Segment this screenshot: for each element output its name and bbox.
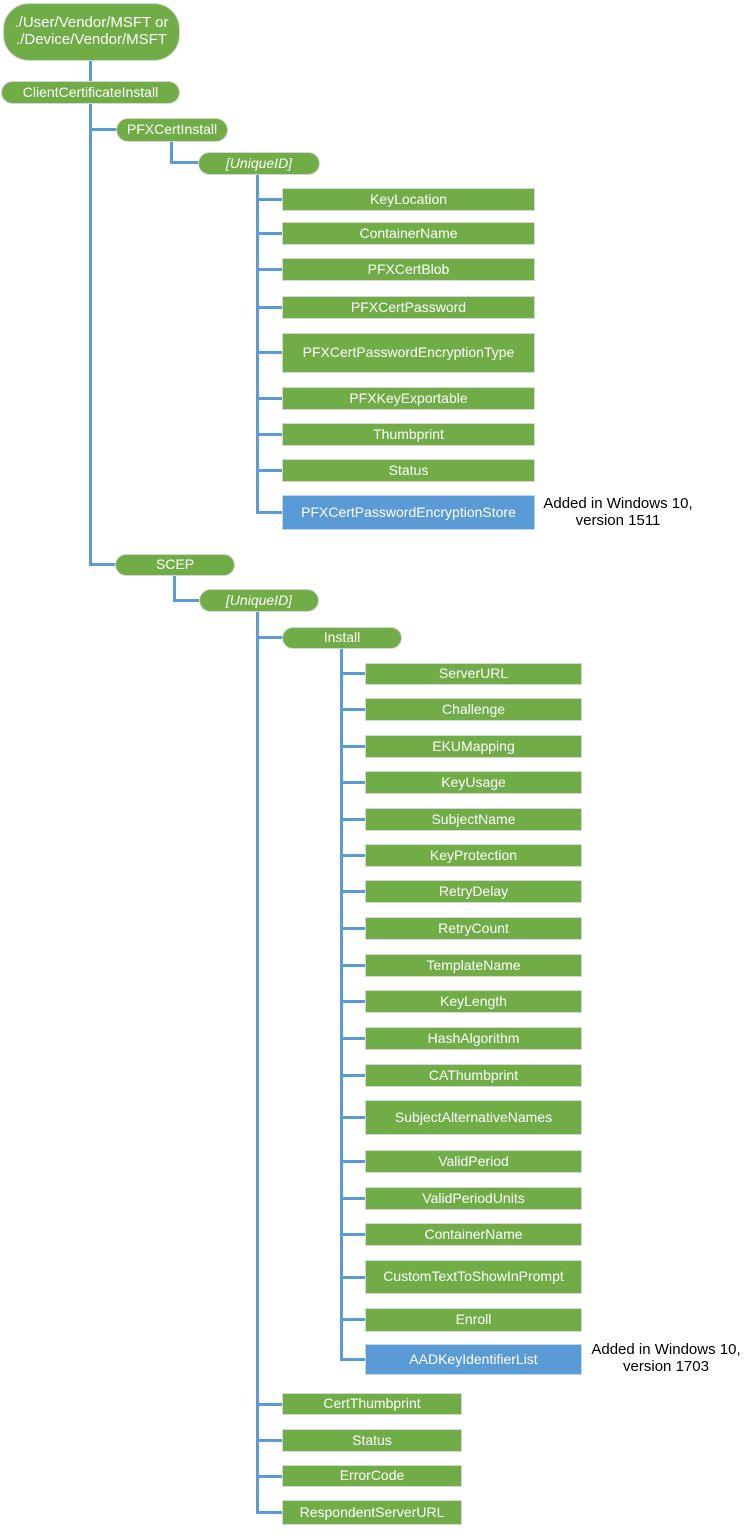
connector-line	[256, 636, 283, 639]
node-root: ./User/Vendor/MSFT or ./Device/Vendor/MS…	[3, 3, 180, 61]
node-retrycount: RetryCount	[365, 917, 582, 940]
node-thumbprint: Thumbprint	[282, 423, 535, 446]
connector-line	[340, 648, 343, 1360]
note-line1: Added in Windows 10,	[591, 1341, 741, 1358]
node-respondentserverurl: RespondentServerURL	[282, 1500, 462, 1525]
node-certthumbprint: CertThumbprint	[282, 1393, 462, 1415]
node-keylength: KeyLength	[365, 990, 582, 1013]
connector-line	[340, 927, 366, 930]
node-install: Install	[282, 627, 402, 649]
connector-line	[340, 708, 366, 711]
connector-line	[256, 433, 283, 436]
connector-line	[340, 1233, 366, 1236]
node-status-scep: Status	[282, 1429, 462, 1452]
node-retrydelay: RetryDelay	[365, 880, 582, 903]
connector-line	[340, 890, 366, 893]
connector-line	[340, 1358, 366, 1361]
node-hashalgorithm: HashAlgorithm	[365, 1027, 582, 1050]
connector-line	[340, 1037, 366, 1040]
connector-line	[340, 818, 366, 821]
node-pfxcertinstall: PFXCertInstall	[116, 118, 228, 142]
connector-line	[170, 141, 173, 164]
node-subjectalternativenames: SubjectAlternativeNames	[365, 1100, 582, 1135]
connector-line	[256, 1511, 283, 1514]
node-containername-scep: ContainerName	[365, 1223, 582, 1246]
connector-line	[340, 672, 366, 675]
node-serverurl: ServerURL	[365, 663, 582, 685]
connector-line	[256, 397, 283, 400]
connector-line	[173, 576, 176, 602]
node-pfxkeyexportable: PFXKeyExportable	[282, 387, 535, 410]
connector-line	[256, 232, 283, 235]
connector-line	[340, 1116, 366, 1119]
node-root-line1: ./User/Vendor/MSFT or	[14, 14, 169, 32]
node-clientcertificateinstall: ClientCertificateInstall	[1, 81, 180, 104]
connector-line	[89, 563, 116, 566]
connector-line	[256, 351, 283, 354]
connector-line	[173, 599, 200, 602]
node-templatename: TemplateName	[365, 954, 582, 977]
node-keylocation: KeyLocation	[282, 188, 535, 211]
connector-line	[256, 511, 283, 514]
connector-line	[89, 104, 92, 565]
node-challenge: Challenge	[365, 698, 582, 721]
connector-line	[340, 964, 366, 967]
note-line2: version 1703	[623, 1358, 709, 1375]
connector-line	[170, 161, 199, 164]
connector-line	[256, 306, 283, 309]
note-line1: Added in Windows 10,	[543, 495, 693, 512]
connector-line	[256, 1439, 283, 1442]
node-pfxcertpasswordencryptionstore: PFXCertPasswordEncryptionStore	[282, 495, 535, 530]
node-status: Status	[282, 459, 535, 482]
node-scep-uniqueid: [UniqueID]	[199, 589, 319, 612]
connector-line	[256, 469, 283, 472]
node-aadkeyidentifierlist: AADKeyIdentifierList	[365, 1344, 582, 1375]
node-pfxcertpasswordencryptiontype: PFXCertPasswordEncryptionType	[282, 333, 535, 373]
node-enroll: Enroll	[365, 1308, 582, 1332]
connector-line	[340, 1000, 366, 1003]
connector-line	[89, 128, 117, 131]
connector-line	[340, 1318, 366, 1321]
connector-line	[340, 1197, 366, 1200]
connector-line	[256, 1403, 283, 1406]
node-validperiod: ValidPeriod	[365, 1150, 582, 1173]
connector-line	[256, 175, 259, 514]
note-added-windows10-1703: Added in Windows 10, version 1703	[586, 1341, 746, 1375]
node-pfxcertpassword: PFXCertPassword	[282, 296, 535, 319]
node-keyprotection: KeyProtection	[365, 844, 582, 867]
node-pfx-uniqueid: [UniqueID]	[198, 152, 320, 175]
node-scep: SCEP	[115, 554, 235, 576]
connector-line	[340, 745, 366, 748]
node-root-line2: ./Device/Vendor/MSFT	[16, 31, 167, 48]
node-containername: ContainerName	[282, 222, 535, 245]
node-errorcode: ErrorCode	[282, 1465, 462, 1487]
node-subjectname: SubjectName	[365, 808, 582, 831]
node-validperiodunits: ValidPeriodUnits	[365, 1187, 582, 1210]
connector-line	[89, 61, 92, 82]
connector-line	[340, 1074, 366, 1077]
connector-line	[256, 268, 283, 271]
connector-line	[340, 1160, 366, 1163]
note-line2: version 1511	[575, 512, 661, 529]
connector-line	[256, 1475, 283, 1478]
node-cathumbprint: CAThumbprint	[365, 1064, 582, 1087]
connector-line	[340, 854, 366, 857]
node-pfxcertblob: PFXCertBlob	[282, 258, 535, 281]
node-ekumapping: EKUMapping	[365, 735, 582, 758]
connector-line	[256, 611, 259, 1514]
node-keyusage: KeyUsage	[365, 771, 582, 794]
node-customtexttoshowinprompt: CustomTextToShowInPrompt	[365, 1260, 582, 1294]
connector-line	[340, 1276, 366, 1279]
note-added-windows10-1511: Added in Windows 10, version 1511	[538, 495, 698, 529]
connector-line	[256, 198, 283, 201]
connector-line	[340, 781, 366, 784]
